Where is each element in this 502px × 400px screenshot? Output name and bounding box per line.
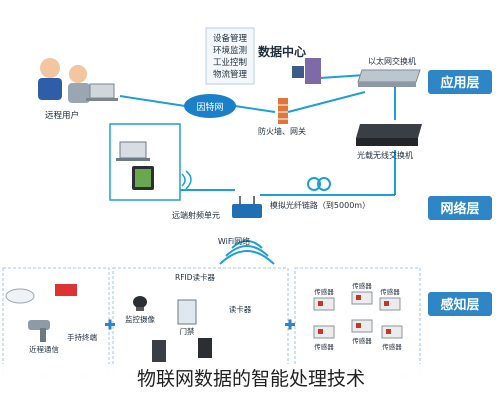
fiber-coil-icon [307, 177, 331, 191]
perception-left-label: 手持终端 [67, 332, 97, 342]
wireless-signal-icon [181, 170, 192, 190]
sensor-label: 传感器 [314, 342, 334, 351]
internet-label: 因特网 [196, 101, 223, 113]
service-item: 工业控制 [213, 57, 247, 68]
client-devices-box [109, 123, 181, 201]
ethernet-switch-label: 以太网交换机 [368, 56, 416, 66]
plus-connectors [105, 319, 295, 330]
access-control-panel-icon [177, 299, 197, 325]
sensor-indicators [318, 295, 391, 334]
layer-tab-network [428, 196, 492, 220]
connection-lines [119, 74, 396, 196]
perception-middle-label: 读卡器 [229, 304, 252, 314]
application-layer-label: 应用层 [440, 75, 479, 91]
remote-radio-unit-icon [232, 196, 262, 218]
optical-switch-label: 光载无线交换机 [357, 150, 413, 160]
remote-user-label: 远程用户 [45, 110, 79, 121]
internet-globe-icon [184, 94, 236, 118]
wifi-waves-icon [219, 240, 275, 265]
network-layer-label: 网络层 [440, 201, 479, 217]
firewall-label: 防火墙、网关 [258, 126, 306, 136]
sensor-label: 传感器 [352, 281, 372, 290]
service-item: 设备管理 [213, 33, 248, 44]
handheld-reader-icon [28, 320, 50, 342]
data-center-services-box [205, 27, 255, 85]
sensor-label: 传感器 [380, 287, 400, 296]
fiber-link-label: 模拟光纤链路（到5000m） [270, 200, 370, 210]
layer-tab-application [428, 70, 492, 94]
tag-icon [5, 284, 77, 304]
data-center-server-icon [292, 58, 321, 84]
access-unit-label: 远端射频单元 [172, 210, 220, 220]
service-item: 环境监测 [213, 45, 247, 56]
camera-icon [133, 296, 147, 311]
sensor-label: 传感器 [352, 336, 372, 345]
firewall-icon [278, 98, 288, 124]
sensor-label: 传感器 [382, 342, 402, 351]
optical-switch-icon [356, 124, 422, 146]
layer-tab-perception [428, 292, 492, 316]
perception-middle-title: RFID读卡器 [175, 272, 216, 282]
data-center-title: 数据中心 [258, 44, 306, 59]
figure-caption: 物联网数据的智能处理技术 [0, 364, 502, 391]
wifi-label: WiFi网络 [218, 236, 250, 246]
perception-middle-label: 门禁 [180, 327, 195, 336]
sensor-label: 传感器 [314, 287, 334, 296]
service-item: 物流管理 [213, 69, 248, 80]
perception-layer-label: 感知层 [440, 297, 479, 313]
perception-middle-label: 监控摄像 [125, 314, 155, 324]
card-reader-icon [152, 338, 212, 362]
ethernet-switch-icon [357, 69, 421, 87]
remote-users-icon [38, 58, 118, 103]
perception-left-label: 近程通信 [29, 344, 59, 354]
